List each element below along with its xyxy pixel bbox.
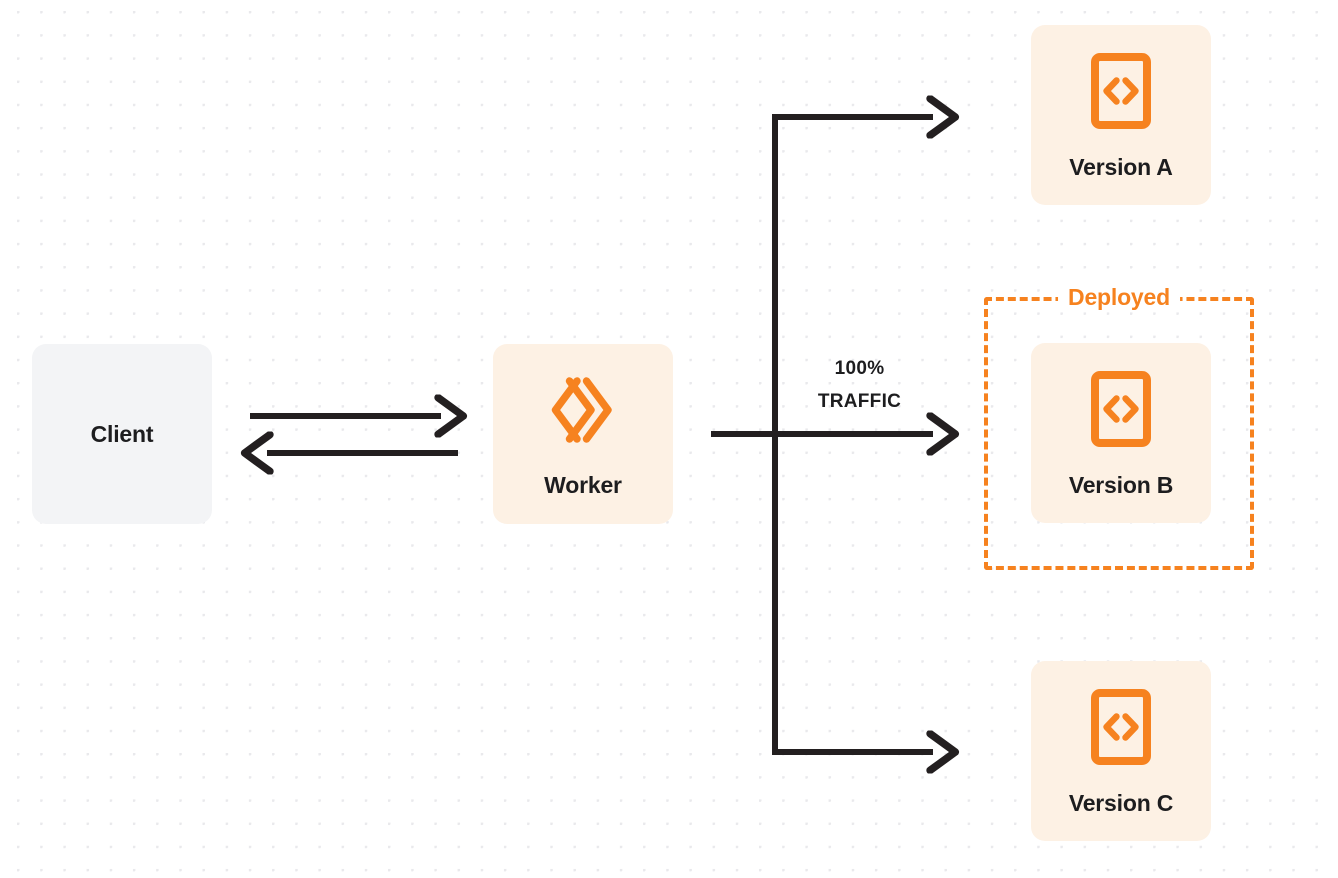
node-version-a[interactable]: Version A: [1031, 25, 1211, 205]
node-client[interactable]: Client: [32, 344, 212, 524]
node-version-b-label: Version B: [1068, 471, 1174, 498]
code-document-icon: [1090, 52, 1152, 135]
traffic-percent-text: 100%: [834, 358, 885, 379]
code-document-icon: [1090, 370, 1152, 453]
node-version-a-label: Version A: [1069, 153, 1173, 180]
node-version-c-label: Version C: [1068, 789, 1174, 816]
traffic-word-text: TRAFFIC: [817, 391, 902, 413]
deployed-group: Deployed: [984, 286, 1254, 570]
node-version-b[interactable]: Version B: [1031, 343, 1211, 523]
traffic-annotation: 100% TRAFFIC: [787, 352, 932, 419]
code-document-icon: [1090, 688, 1152, 771]
deployed-group-label: Deployed: [1058, 286, 1180, 309]
node-worker[interactable]: Worker: [493, 344, 673, 524]
node-worker-label: Worker: [544, 472, 622, 498]
edge-worker-trunk: [711, 114, 778, 755]
workers-logo-icon: [544, 371, 622, 454]
node-version-c[interactable]: Version C: [1031, 661, 1211, 841]
node-client-label: Client: [90, 420, 154, 447]
